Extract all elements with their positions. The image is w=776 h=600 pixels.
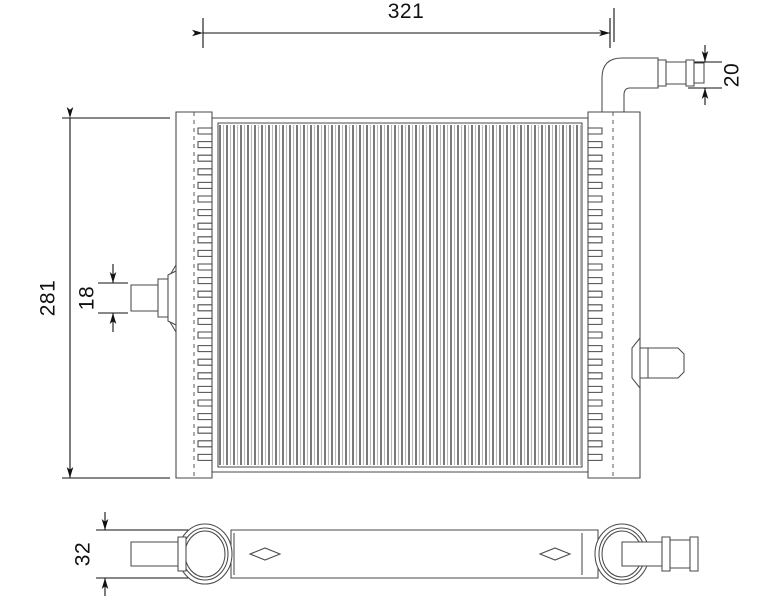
dimension-overall-width: 321	[192, 0, 611, 48]
dimension-label-height: 281	[37, 280, 60, 317]
bottom-right-round-port	[594, 523, 699, 585]
left-tube-ends	[197, 127, 213, 461]
top-right-elbow-pipe	[601, 8, 705, 113]
dimension-label-inlet: 18	[76, 286, 99, 310]
core-fins	[219, 125, 582, 465]
bottom-left-diamond-marker	[248, 547, 282, 561]
bottom-core-body	[230, 529, 599, 579]
dimension-overall-height: 281	[37, 107, 170, 479]
right-outlet-port	[639, 347, 685, 379]
left-inlet-port	[130, 270, 177, 326]
dimension-label-depth: 32	[72, 542, 95, 566]
bottom-left-round-port	[130, 523, 233, 585]
dimension-label-width: 321	[388, 0, 425, 23]
right-tube-ends	[587, 127, 603, 461]
dimension-inlet-port: 18	[76, 264, 128, 332]
front-view	[130, 8, 705, 479]
dimension-label-outlet: 20	[721, 63, 744, 87]
bottom-view	[130, 523, 699, 585]
bottom-right-diamond-marker	[538, 547, 572, 561]
dimension-core-depth: 32	[72, 512, 200, 596]
core-frame	[211, 117, 589, 473]
